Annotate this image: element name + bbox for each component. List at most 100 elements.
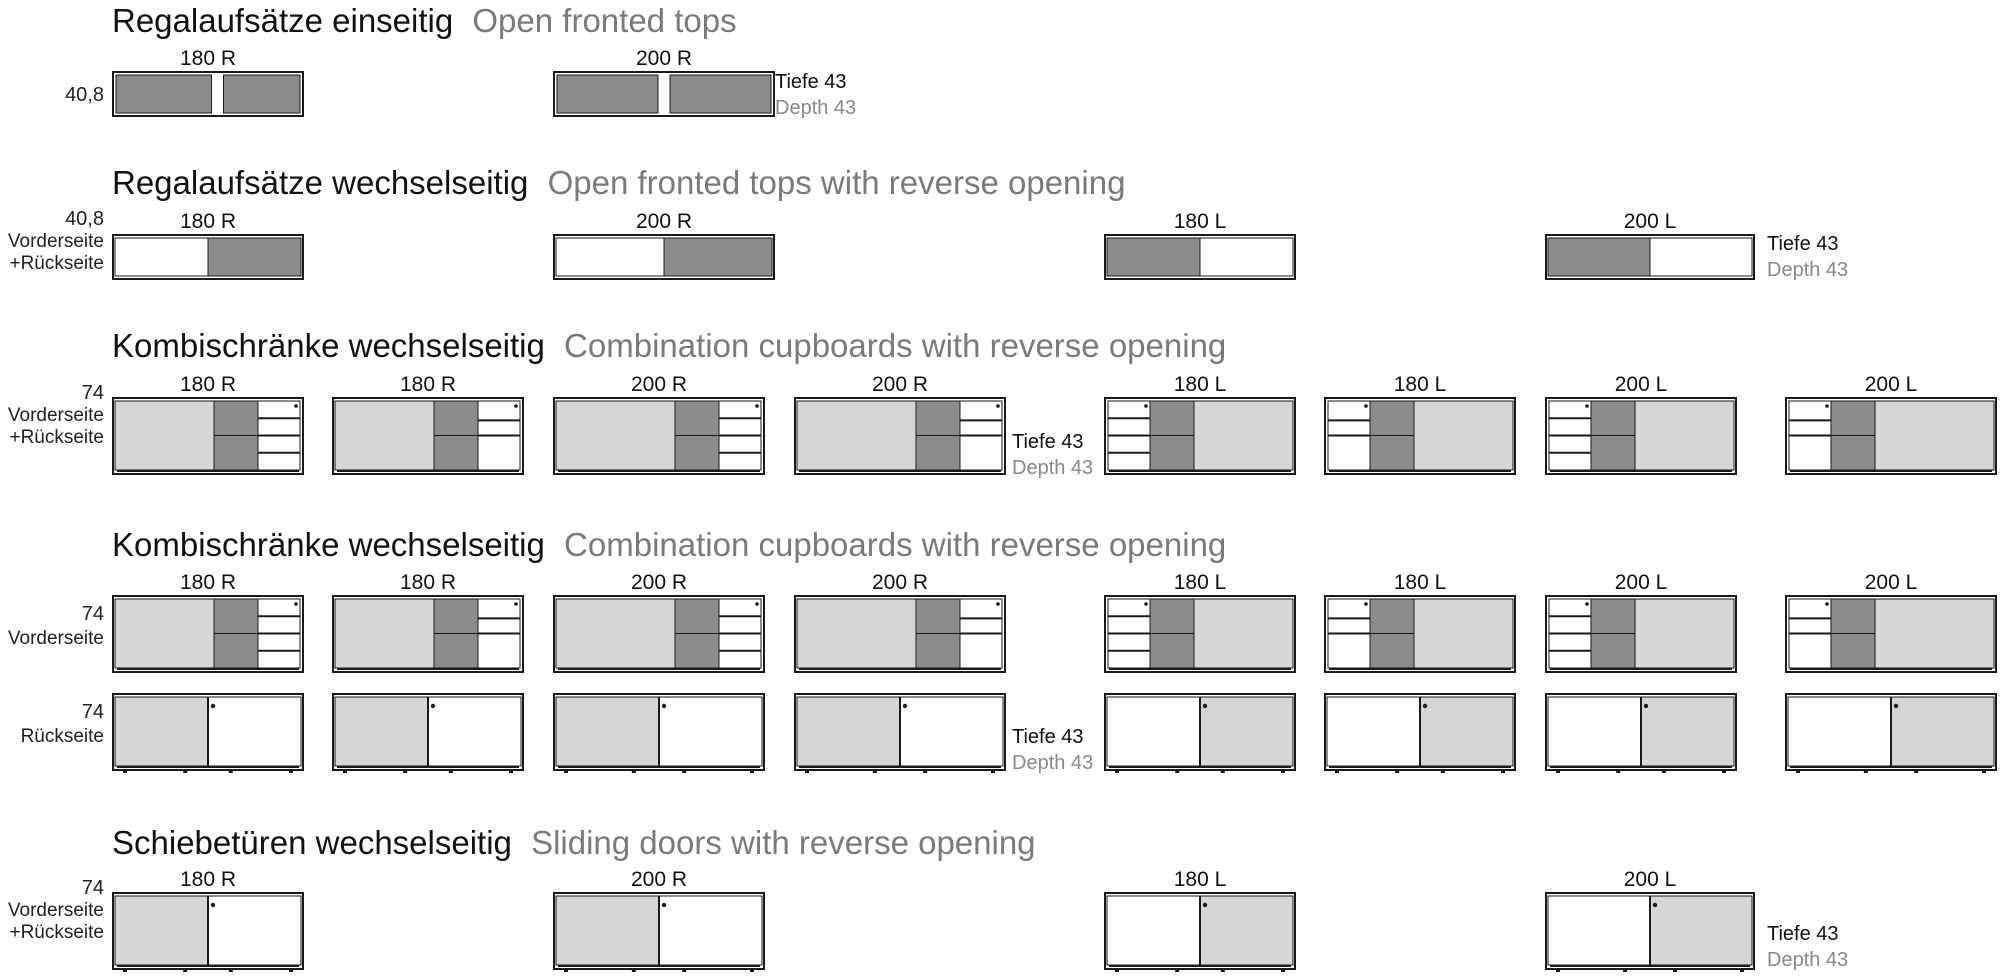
sliding-door-left xyxy=(334,696,429,767)
section: Regalaufsätze einseitig Open fronted top… xyxy=(65,2,856,119)
open-compartment xyxy=(433,598,479,634)
foot xyxy=(1796,770,1800,773)
compartment-right xyxy=(207,237,302,277)
handle-dot xyxy=(1825,602,1829,606)
foot xyxy=(872,770,877,773)
unit-size-label: 180 L xyxy=(1174,373,1227,396)
unit-size-label: 180 L xyxy=(1174,210,1227,233)
handle-dot xyxy=(210,902,216,908)
foot xyxy=(1175,969,1180,972)
compartment-left xyxy=(1106,237,1201,277)
unit-size-label: 200 R xyxy=(631,373,687,396)
door-panel xyxy=(555,400,676,471)
foot xyxy=(750,969,754,972)
door-panel xyxy=(1874,598,1995,669)
foot xyxy=(1175,770,1180,773)
compartment-right xyxy=(1199,237,1294,277)
cabinet-unit xyxy=(332,693,524,773)
section-title-en: Open fronted tops xyxy=(472,2,736,39)
section: Schiebetüren wechselseitig Sliding doors… xyxy=(8,824,1848,972)
foot xyxy=(123,969,127,972)
handle-dot xyxy=(294,602,298,606)
cabinet-unit: 180 R xyxy=(112,571,304,673)
section-title: Kombischränke wechselseitig Combination … xyxy=(112,526,1226,563)
foot xyxy=(228,969,233,972)
open-compartment xyxy=(915,633,961,669)
row-label: 40,8 xyxy=(65,84,104,106)
door-panel xyxy=(334,400,435,471)
open-compartment xyxy=(674,400,720,436)
shelf-compartment xyxy=(115,74,212,114)
door-panel xyxy=(334,598,435,669)
depth-label-de: Tiefe 43 xyxy=(1012,431,1084,453)
open-compartment xyxy=(674,633,720,669)
foot xyxy=(1863,770,1868,773)
foot xyxy=(1661,770,1666,773)
foot xyxy=(1281,969,1285,972)
sliding-door-left xyxy=(555,895,660,966)
open-compartment xyxy=(674,435,720,471)
door-panel xyxy=(1874,400,1995,471)
sliding-door-right xyxy=(658,696,763,767)
open-compartment xyxy=(433,435,479,471)
sliding-door-left xyxy=(1106,696,1201,767)
open-compartment xyxy=(433,633,479,669)
unit-size-label: 200 L xyxy=(1624,868,1677,891)
row-label: +Rückseite xyxy=(9,922,104,943)
foot xyxy=(509,770,513,773)
compartment-left xyxy=(1547,237,1651,277)
row-label: 74 xyxy=(82,603,104,625)
depth-label-en: Depth 43 xyxy=(1767,259,1848,281)
sliding-door-right xyxy=(207,696,302,767)
cabinet-unit: 200 L xyxy=(1785,373,1997,475)
foot xyxy=(682,969,687,972)
compartment-right xyxy=(1649,237,1753,277)
open-compartment xyxy=(915,598,961,634)
foot xyxy=(289,770,293,773)
open-compartment xyxy=(213,633,259,669)
foot xyxy=(1501,770,1505,773)
row-label: 74 xyxy=(82,877,104,899)
handle-dot xyxy=(1422,703,1428,709)
cabinet-unit: 200 R xyxy=(794,571,1006,673)
section-title-de: Regalaufsätze einseitig xyxy=(112,2,462,39)
door-panel xyxy=(1193,598,1294,669)
cabinet-unit xyxy=(1104,693,1296,773)
shelf-compartment xyxy=(556,74,659,114)
row-label: Rückseite xyxy=(21,726,104,747)
door-panel xyxy=(114,400,215,471)
foot xyxy=(923,770,928,773)
row-label: Vorderseite xyxy=(8,405,104,426)
row-label: 74 xyxy=(82,382,104,404)
cabinet-unit: 180 L xyxy=(1104,571,1296,673)
door-panel xyxy=(114,598,215,669)
foot xyxy=(1335,770,1339,773)
cabinet-unit: 200 L xyxy=(1785,571,1997,673)
open-compartment xyxy=(1369,400,1415,436)
sliding-door-left xyxy=(1106,895,1201,966)
handle-dot xyxy=(661,902,667,908)
unit-size-label: 180 L xyxy=(1174,868,1227,891)
section-title: Regalaufsätze einseitig Open fronted top… xyxy=(112,2,737,39)
cabinet-unit xyxy=(794,693,1006,773)
sliding-door-left xyxy=(1547,696,1642,767)
section-title-en: Sliding doors with reverse opening xyxy=(531,824,1035,861)
handle-dot xyxy=(1144,404,1148,408)
handle-dot xyxy=(1202,902,1208,908)
section-title-en: Combination cupboards with reverse openi… xyxy=(564,526,1226,563)
handle-dot xyxy=(1202,703,1208,709)
unit-size-label: 180 R xyxy=(180,210,236,233)
foot xyxy=(1115,969,1119,972)
sliding-door-left xyxy=(114,696,209,767)
sliding-door-right xyxy=(899,696,1004,767)
handle-dot xyxy=(210,703,216,709)
handle-dot xyxy=(902,703,908,709)
section-title-en: Open fronted tops with reverse opening xyxy=(548,164,1126,201)
open-compartment xyxy=(1369,598,1415,634)
cabinet-unit: 180 R xyxy=(112,373,304,475)
unit-size-label: 180 R xyxy=(180,868,236,891)
unit-size-label: 180 L xyxy=(1174,571,1227,594)
